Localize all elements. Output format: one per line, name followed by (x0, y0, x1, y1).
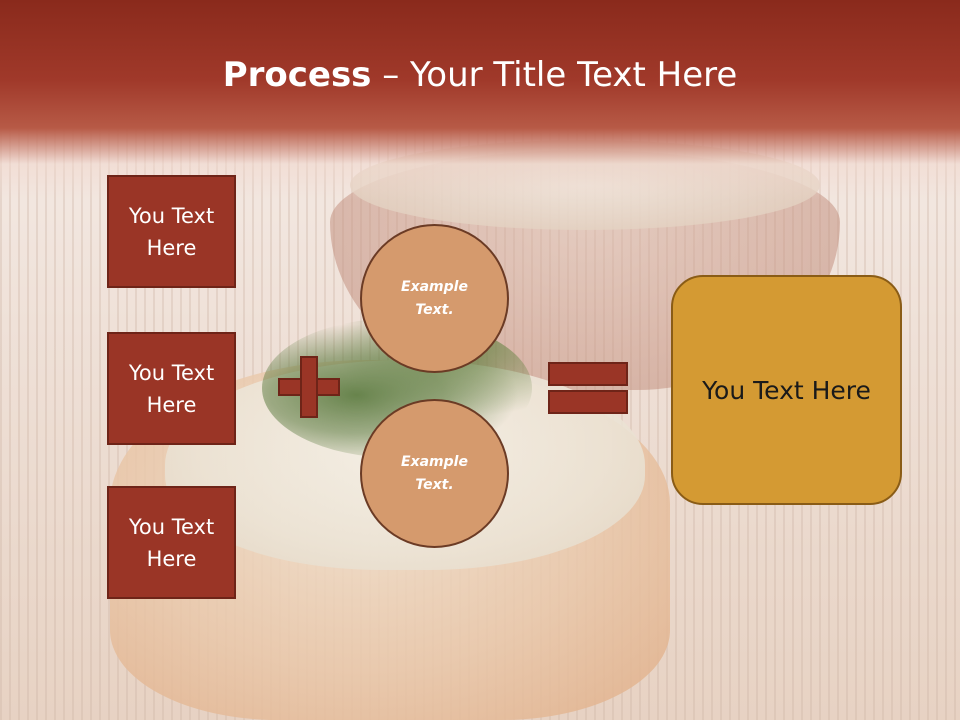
slide-title[interactable]: Process – Your Title Text Here (0, 52, 960, 98)
process-box-label: You Text Here (128, 203, 215, 260)
title-bold: Process (222, 55, 372, 95)
process-box-label: You Text Here (128, 360, 215, 417)
plus-icon (278, 356, 340, 418)
process-box-3[interactable]: You Text Here (107, 486, 236, 599)
title-band (0, 0, 960, 200)
example-circle-label: Example Text. (401, 453, 468, 493)
example-circle-2[interactable]: Example Text. (360, 399, 509, 548)
plus-center (302, 380, 316, 394)
process-box-1[interactable]: You Text Here (107, 175, 236, 288)
process-box-label: You Text Here (128, 514, 215, 571)
result-box[interactable]: You Text Here (671, 275, 902, 505)
process-box-2[interactable]: You Text Here (107, 332, 236, 445)
equals-icon-bottom-bar (548, 390, 628, 414)
example-circle-label: Example Text. (401, 278, 468, 318)
result-label: You Text Here (702, 375, 871, 405)
equals-icon-top-bar (548, 362, 628, 386)
title-rest: – Your Title Text Here (371, 55, 738, 95)
example-circle-1[interactable]: Example Text. (360, 224, 509, 373)
